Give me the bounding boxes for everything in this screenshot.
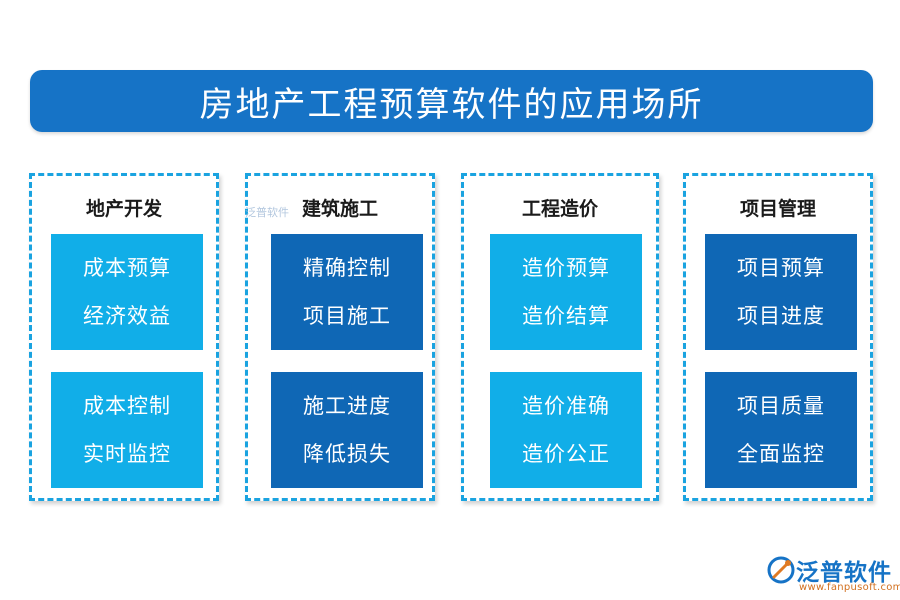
brand-logo: 泛普软件 www.fanpusoft.com [766, 553, 900, 598]
feature-box: 成本控制 实时监控 [51, 372, 203, 488]
title-banner: 房地产工程预算软件的应用场所 [30, 70, 873, 132]
feature-box: 造价准确 造价公正 [490, 372, 642, 488]
feature-text: 全面监控 [737, 442, 825, 466]
logo-url: www.fanpusoft.com [799, 582, 900, 593]
feature-text: 项目进度 [737, 304, 825, 328]
feature-text: 施工进度 [303, 394, 391, 418]
feature-box: 成本预算 经济效益 [51, 234, 203, 350]
feature-text: 实时监控 [83, 442, 171, 466]
fanpu-logo-icon [767, 556, 795, 584]
feature-text: 造价准确 [522, 394, 610, 418]
column-heading: 建筑施工 [301, 198, 378, 220]
feature-box: 精确控制 项目施工 [271, 234, 423, 350]
column-construction: 建筑施工 精确控制 项目施工 施工进度 降低损失 [245, 173, 435, 501]
feature-text: 成本控制 [83, 394, 171, 418]
feature-box: 施工进度 降低损失 [271, 372, 423, 488]
column-heading: 地产开发 [85, 198, 162, 220]
feature-text: 降低损失 [303, 442, 391, 466]
feature-text: 造价预算 [522, 256, 610, 280]
page-title: 房地产工程预算软件的应用场所 [199, 84, 704, 125]
column-real-estate-development: 地产开发 成本预算 经济效益 成本控制 实时监控 [29, 173, 219, 501]
feature-box: 造价预算 造价结算 [490, 234, 642, 350]
feature-box: 项目预算 项目进度 [705, 234, 857, 350]
feature-text: 造价结算 [522, 304, 610, 328]
feature-box: 项目质量 全面监控 [705, 372, 857, 488]
watermark-text: 泛普软件 [245, 206, 289, 219]
feature-text: 项目质量 [737, 394, 825, 418]
feature-text: 经济效益 [83, 304, 171, 328]
feature-text: 成本预算 [83, 256, 171, 280]
feature-text: 造价公正 [522, 442, 610, 466]
feature-text: 精确控制 [303, 256, 391, 280]
column-project-management: 项目管理 项目预算 项目进度 项目质量 全面监控 [683, 173, 873, 501]
feature-text: 项目施工 [303, 304, 391, 328]
column-heading: 工程造价 [521, 198, 598, 220]
column-heading: 项目管理 [739, 198, 816, 220]
feature-text: 项目预算 [737, 256, 825, 280]
logo-name: 泛普软件 [796, 560, 892, 586]
column-cost-engineering: 工程造价 造价预算 造价结算 造价准确 造价公正 [461, 173, 659, 501]
